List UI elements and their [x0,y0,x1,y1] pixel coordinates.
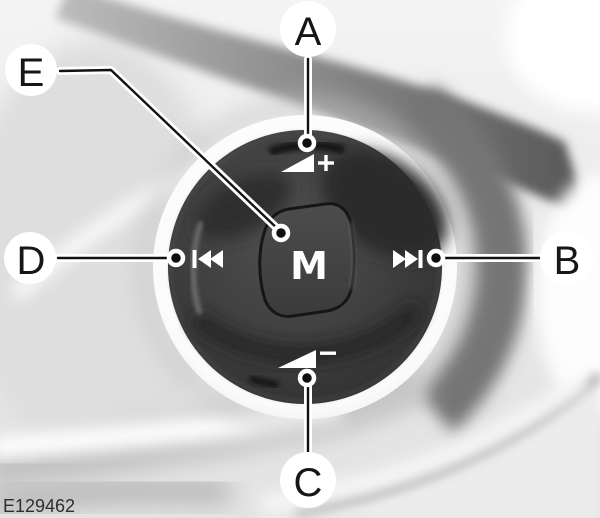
seek-next-icon [393,250,423,268]
seek-next-triangle-2 [405,250,418,268]
volume-down-wedge [278,350,316,368]
seek-previous-triangle-1 [198,250,211,268]
callout-label-a: A [295,10,322,54]
volume-down-icon [278,350,336,368]
figure-code: E129462 [3,496,75,516]
pod-left-highlight-arc [190,221,204,315]
volume-up-wedge [281,154,314,172]
top-right-highlight [505,0,600,113]
volume-up-plus-v [324,155,328,171]
target-dot-c-volume-down [297,368,317,388]
right-highlight [536,175,600,415]
callout-label-e: E [18,51,45,95]
callout-labels: A B C D E [4,1,594,508]
audio-control-pod: M [139,101,471,433]
pod-upper-left-shadow [195,172,291,240]
callout-target-dots [166,133,446,388]
target-dot-e-mode [271,223,291,243]
callout-bubble-c [280,452,336,508]
bottom-right-spoke [250,378,600,518]
seek-previous-icon [192,250,223,268]
bottom-left-shadow [0,477,231,517]
callout-bubble-b [540,231,594,285]
callout-bubble-d [4,232,56,284]
mode-button-label: M [290,244,328,288]
target-dot-b-seek-forward [426,248,446,268]
seek-next-bar [418,250,423,268]
callout-bubble-a [280,1,336,57]
pod-bottom-slot [248,374,279,389]
target-dot-d-seek-back [166,248,186,268]
leader-e [58,68,283,234]
callout-label-d: D [17,239,46,283]
volume-up-icon [281,154,334,172]
seek-next-triangle-1 [393,250,406,268]
target-dot-a-volume-up [297,133,317,153]
callout-label-b: B [554,239,581,283]
callout-leader-lines [54,55,546,456]
callout-bubble-e [5,44,57,96]
callout-label-c: C [294,461,323,505]
mode-button-edge-highlight [349,221,356,290]
seek-previous-bar [192,250,197,268]
volume-down-minus [320,351,336,355]
seek-previous-triangle-2 [210,250,223,268]
